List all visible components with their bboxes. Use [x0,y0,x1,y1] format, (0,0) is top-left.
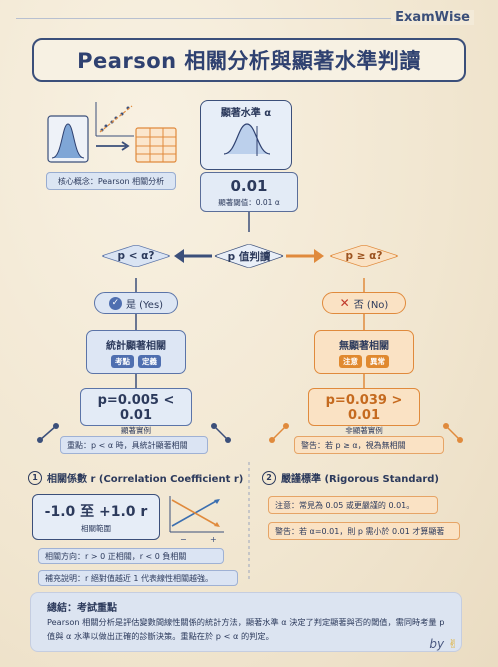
title-banner: Pearson 相關分析與顯著水準判讀 [32,38,466,82]
r-range-value: -1.0 至 +1.0 r [44,504,148,520]
summary-box: 總結：考試重點 Pearson 相關分析是評估變數間線性關係的統計方法，顯著水準… [30,592,462,652]
alpha-subtitle: 顯著閾值：0.01 α [218,198,280,207]
hand-wave-icon: ✌ [447,637,458,651]
p-value-decision: p 值判讀 [208,232,290,280]
decision-left-label: p < α? [117,250,155,262]
p-ge-alpha-diamond: p ≥ α? [322,234,406,278]
tag-exam-point: 考點 [111,355,134,368]
alpha-value: 0.01 [230,177,268,195]
graph-minus-label: − [180,535,187,544]
concept-illustration [47,102,177,163]
r-supplement-note: 補充說明：r 絕對值越近 1 代表線性相關越強。 [38,570,238,586]
rigorous-warning-note: 警告：若 α=0.01，則 p 需小於 0.01 才算顯著 [268,522,460,540]
rigorous-caution-note: 注意：常見為 0.05 或更嚴謹的 0.01。 [268,496,438,514]
node-link-icon-orange [269,423,289,443]
section2-title: 嚴謹標準 (Rigorous Standard) [281,474,439,485]
node-link-icon-orange-right [443,423,463,443]
signature-text: by [429,637,445,651]
correlation-graph-icon: − + [169,496,224,544]
section2-number: 2 [262,470,276,485]
significant-note: 重點：p < α 時，具統計顯著相關 [60,436,208,454]
cross-icon: ✕ [339,296,350,310]
significant-title: 統計顯著相關 [106,341,166,352]
r-direction-note: 相關方向：r > 0 正相關，r < 0 負相關 [38,548,224,564]
signature: by ✌ [429,637,458,651]
section1-title: 相關係數 r (Correlation Coefficient r) [47,474,244,485]
check-icon: ✓ [108,296,122,310]
summary-title: 總結：考試重點 [47,603,117,614]
page-title: Pearson 相關分析與顯著水準判讀 [77,49,421,73]
not-significant-p-caption: 非顯著實例 [345,426,383,435]
no-label: 否 (No) [353,299,389,311]
significant-p-value: p=0.005 < 0.01 [97,393,175,423]
node-link-icon-left [37,423,59,443]
decision-right-label: p ≥ α? [345,250,383,262]
no-pill: ✕ 否 (No) [322,292,406,314]
significant-p-caption: 顯著實例 [121,426,151,435]
significant-card: 統計顯著相關 考點 定義 [86,330,186,374]
yes-label: 是 (Yes) [125,299,164,311]
not-significant-p-value: p=0.039 > 0.01 [325,393,403,423]
section2-heading: 2 嚴謹標準 (Rigorous Standard) [262,470,439,485]
summary-body: Pearson 相關分析是評估變數間線性關係的統計方法，顯著水準 α 決定了判定… [47,617,445,641]
not-significant-card: 無顯著相關 注意 異常 [314,330,414,374]
r-range-box: -1.0 至 +1.0 r 相關範圍 [32,494,160,540]
section1-heading: 1 相關係數 r (Correlation Coefficient r) [28,470,243,485]
decision-center-label: p 值判讀 [227,250,271,263]
r-range-caption: 相關範圍 [81,524,111,533]
tag-definition: 定義 [138,355,161,368]
alpha-curve-icon [223,123,271,156]
yes-pill: ✓ 是 (Yes) [94,292,178,314]
graph-plus-label: + [210,535,217,544]
not-significant-title: 無顯著相關 [339,341,389,352]
brand-logo: ExamWise [391,10,474,25]
significant-p-box: p=0.005 < 0.01 顯著實例 [80,388,192,435]
section1-number: 1 [28,470,42,485]
not-significant-p-box: p=0.039 > 0.01 非顯著實例 [308,388,420,435]
alpha-title: 顯著水準 α [220,108,272,119]
node-link-icon-right-blue [211,423,231,443]
p-less-alpha-diamond: p < α? [94,234,178,278]
alpha-value-box: 0.01 顯著閾值：0.01 α [200,172,298,212]
tag-caution: 注意 [339,355,362,368]
tag-anomaly: 異常 [366,355,389,368]
not-significant-note: 警告：若 p ≥ α，視為無相關 [294,436,444,454]
header-rule [16,18,398,19]
concept-label: 核心概念：Pearson 相關分析 [46,172,176,190]
